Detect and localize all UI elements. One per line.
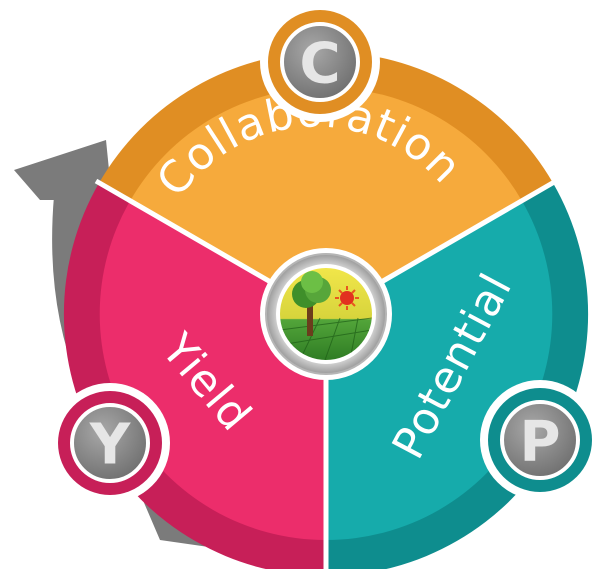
tree-sun-field-logo-icon: [280, 268, 372, 360]
badge-p-letter: P: [519, 410, 560, 475]
badge-y: Y: [50, 383, 170, 503]
cycle-arrow-body: [52, 196, 300, 560]
badge-c: C: [260, 2, 380, 122]
badge-y-letter: Y: [89, 413, 132, 478]
badge-c-letter: C: [299, 32, 340, 97]
center-emblem: [260, 248, 392, 380]
cycle-arrow-head: [14, 140, 112, 200]
badge-p: P: [480, 380, 592, 500]
